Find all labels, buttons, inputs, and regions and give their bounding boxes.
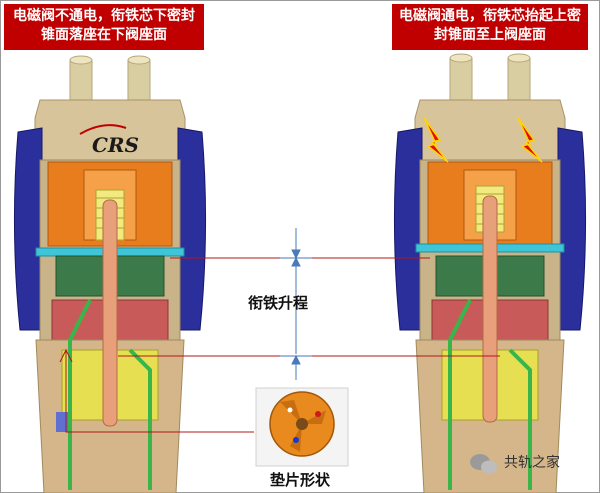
lightning-left-icon: [423, 117, 449, 163]
lightning-right-icon: [517, 117, 543, 163]
right-valve: [393, 53, 587, 493]
armature-lift-label: 衔铁升程: [248, 294, 309, 312]
lift-dimension: [280, 228, 312, 380]
left-valve: CRS: [13, 55, 207, 493]
logo-text: CRS: [92, 133, 139, 157]
caption-right: 电磁阀通电，衔铁芯抬起上密封锥面至上阀座面: [392, 4, 588, 50]
caption-left: 电磁阀不通电，衔铁芯下密封锥面落座在下阀座面: [4, 4, 204, 50]
watermark-text: 共轨之家: [504, 455, 560, 471]
wechat-icon: [470, 454, 497, 474]
washer-image: [255, 387, 349, 467]
watermark: 共轨之家: [470, 452, 560, 472]
washer-shape-label: 垫片形状: [270, 471, 331, 489]
